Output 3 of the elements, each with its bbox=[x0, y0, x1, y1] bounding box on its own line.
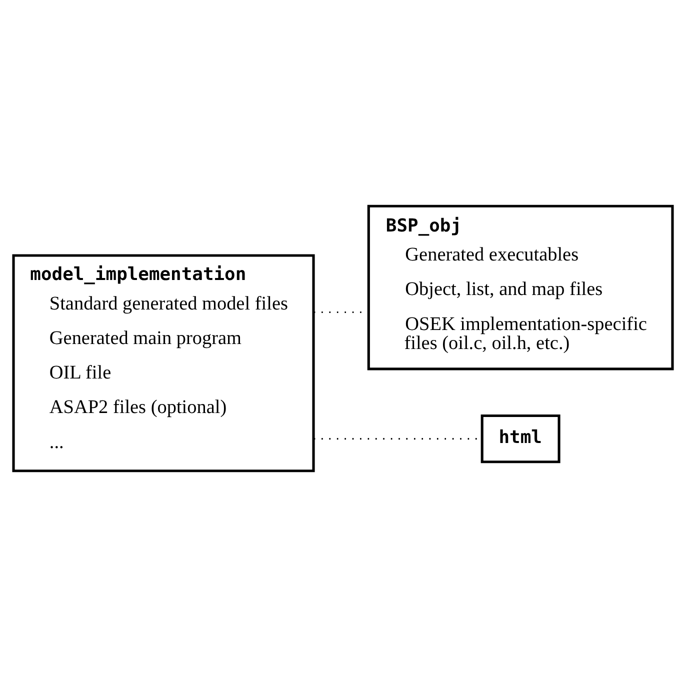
node-box: model_implementation Standard generated model files Generated main program OIL file ASAP2 files (optional) ... bbox=[12, 254, 315, 472]
node-box: BSP_obj Generated executables Object, list, and map files OSEK implementation-specific files (oil.c, oil.h, etc.) bbox=[367, 204, 674, 370]
node-box: html bbox=[480, 414, 560, 464]
